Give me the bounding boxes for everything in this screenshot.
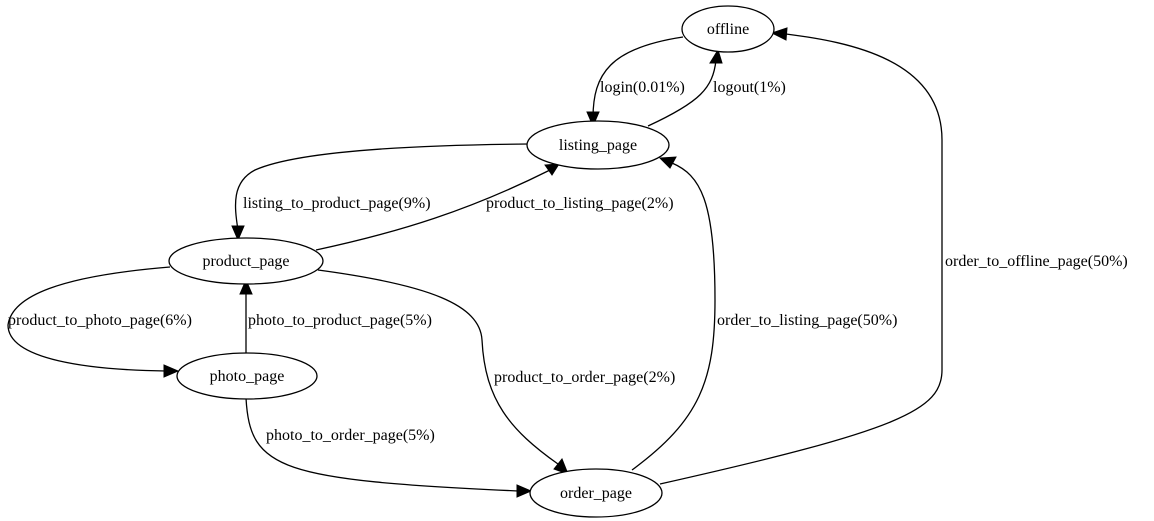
edge-listing-to-product-page-arrowhead bbox=[231, 225, 245, 242]
edge-product-to-listing-page: product_to_listing_page(2%) bbox=[315, 163, 674, 251]
edge-order-to-listing-page-line bbox=[631, 162, 716, 471]
edge-listing-to-product-page-label: listing_to_product_page(9%) bbox=[243, 195, 431, 212]
edge-login-arrowhead bbox=[586, 111, 600, 128]
edge-photo-to-product-page-label: photo_to_product_page(5%) bbox=[248, 312, 432, 329]
edge-login-line bbox=[592, 36, 684, 119]
edge-photo-to-order-page-arrowhead bbox=[516, 484, 533, 498]
edge-logout-label: logout(1%) bbox=[713, 79, 786, 96]
edge-product-to-listing-page-arrowhead bbox=[544, 163, 560, 176]
node-listing-page-label: listing_page bbox=[559, 137, 637, 154]
edge-product-to-photo-page-label: product_to_photo_page(6%) bbox=[8, 312, 192, 329]
edge-order-to-listing-page-arrowhead bbox=[658, 156, 677, 169]
edge-photo-to-order-page: photo_to_order_page(5%) bbox=[245, 397, 533, 498]
node-product-page-shape bbox=[168, 237, 324, 285]
edge-product-to-photo-page-line bbox=[7, 266, 171, 372]
edge-photo-to-order-page-line bbox=[245, 397, 519, 492]
node-photo-page-shape bbox=[176, 352, 318, 400]
node-listing-page-shape bbox=[526, 120, 670, 170]
node-photo-page-label: photo_page bbox=[210, 368, 285, 385]
node-product-page-label: product_page bbox=[202, 253, 289, 270]
node-offline-label: offline bbox=[707, 21, 749, 38]
edge-product-to-listing-page-label: product_to_listing_page(2%) bbox=[486, 195, 674, 212]
edge-order-to-offline-page: order_to_offline_page(50%) bbox=[659, 27, 1128, 485]
node-order-page-shape bbox=[529, 468, 663, 518]
node-photo-page: photo_page bbox=[176, 352, 318, 400]
node-listing-page: listing_page bbox=[526, 120, 670, 170]
edge-photo-to-product-page: photo_to_product_page(5%) bbox=[239, 278, 432, 354]
edge-order-to-listing-page: order_to_listing_page(50%) bbox=[631, 156, 897, 471]
edge-product-to-order-page: product_to_order_page(2%) bbox=[317, 269, 675, 475]
edge-order-to-listing-page-label: order_to_listing_page(50%) bbox=[717, 312, 897, 329]
node-order-page-label: order_page bbox=[560, 485, 632, 502]
edge-product-to-order-page-arrowhead bbox=[553, 458, 569, 475]
edge-order-to-offline-page-label: order_to_offline_page(50%) bbox=[945, 253, 1128, 270]
edge-login-label: login(0.01%) bbox=[600, 79, 685, 96]
edge-product-to-photo-page: product_to_photo_page(6%) bbox=[7, 266, 192, 378]
edge-photo-to-product-page-arrowhead bbox=[239, 278, 253, 295]
edge-product-to-photo-page-arrowhead bbox=[163, 364, 180, 378]
node-offline-shape bbox=[681, 5, 775, 53]
node-order-page: order_page bbox=[529, 468, 663, 518]
edge-photo-to-order-page-label: photo_to_order_page(5%) bbox=[266, 427, 435, 444]
node-offline: offline bbox=[681, 5, 775, 53]
edge-order-to-offline-page-line bbox=[659, 33, 943, 485]
edge-listing-to-product-page: listing_to_product_page(9%) bbox=[231, 143, 529, 242]
edge-product-to-order-page-line bbox=[317, 269, 559, 465]
edge-product-to-listing-page-line bbox=[315, 169, 551, 251]
edge-listing-to-product-page-line bbox=[234, 143, 529, 231]
edge-product-to-order-page-label: product_to_order_page(2%) bbox=[494, 369, 675, 386]
edge-login: login(0.01%) bbox=[586, 36, 685, 128]
edge-logout-line bbox=[647, 59, 717, 127]
edge-logout: logout(1%) bbox=[647, 48, 786, 127]
edge-order-to-offline-page-arrowhead bbox=[770, 27, 788, 41]
node-product-page: product_page bbox=[168, 237, 324, 285]
edge-logout-arrowhead bbox=[709, 48, 723, 64]
